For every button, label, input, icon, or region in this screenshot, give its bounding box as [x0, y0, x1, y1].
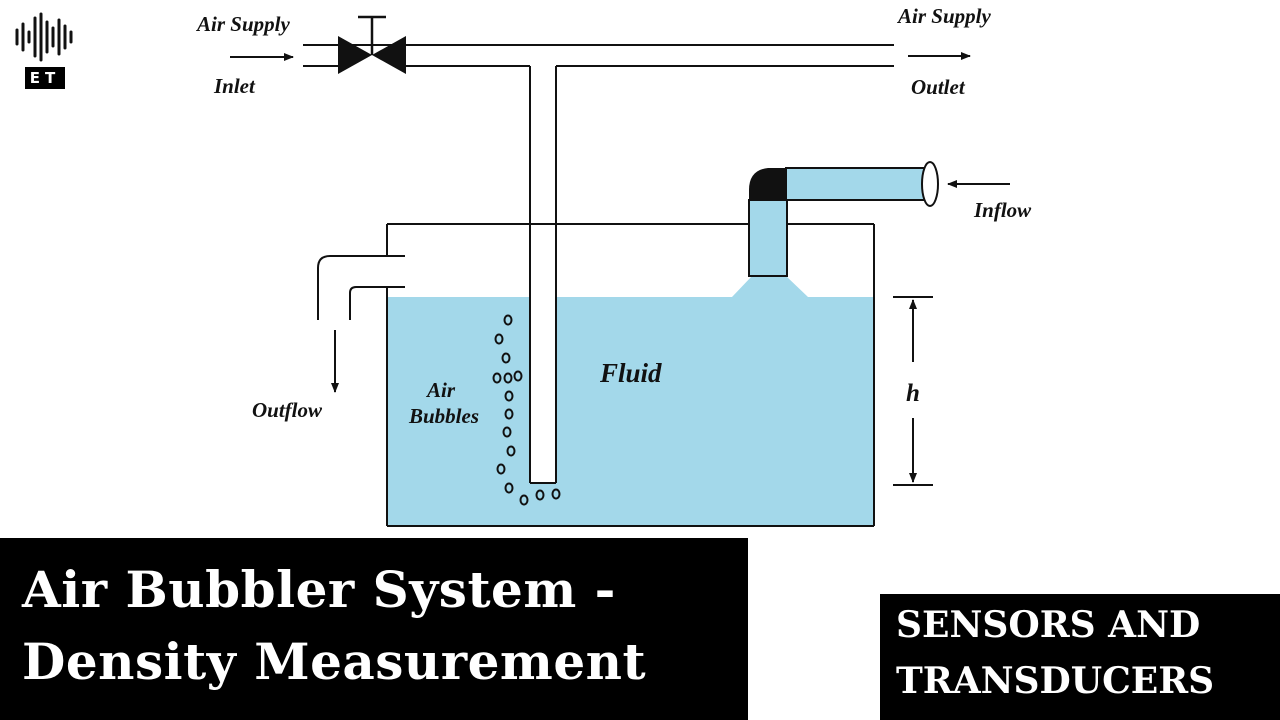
- inflow-label: Inflow: [973, 198, 1032, 222]
- inflow-pipe: [748, 161, 939, 277]
- title-banner: Air Bubbler System - Density Measurement: [0, 538, 748, 720]
- title-line-2: Density Measurement: [22, 632, 647, 691]
- air-supply-outlet-label: Air Supply: [896, 4, 991, 28]
- fluid-body: [387, 297, 874, 526]
- fluid-label: Fluid: [599, 358, 662, 388]
- valve: [338, 15, 406, 74]
- level-label: h: [906, 380, 920, 407]
- air-bubbles: [492, 314, 561, 506]
- sound-wave-icon: [15, 12, 73, 62]
- category-banner: SENSORS AND TRANSDUCERS: [880, 594, 1280, 720]
- level-dimension: [893, 296, 933, 486]
- air-supply-inlet-label: Air Supply: [195, 12, 290, 36]
- dip-tube: [529, 66, 557, 484]
- category-line-1: SENSORS AND: [896, 604, 1201, 646]
- category-line-2: TRANSDUCERS: [896, 660, 1215, 702]
- title-line-1: Air Bubbler System -: [22, 560, 616, 619]
- air-bubbles-label-top: Air: [425, 378, 456, 402]
- logo-letters: ET: [25, 67, 65, 89]
- outflow-label: Outflow: [252, 398, 323, 422]
- tank: [386, 223, 875, 527]
- outflow-pipe: [317, 255, 405, 320]
- air-bubbles-label-bottom: Bubbles: [408, 404, 479, 428]
- outlet-label: Outlet: [911, 75, 966, 99]
- inlet-label: Inlet: [213, 74, 256, 98]
- inflow-splash: [732, 276, 808, 297]
